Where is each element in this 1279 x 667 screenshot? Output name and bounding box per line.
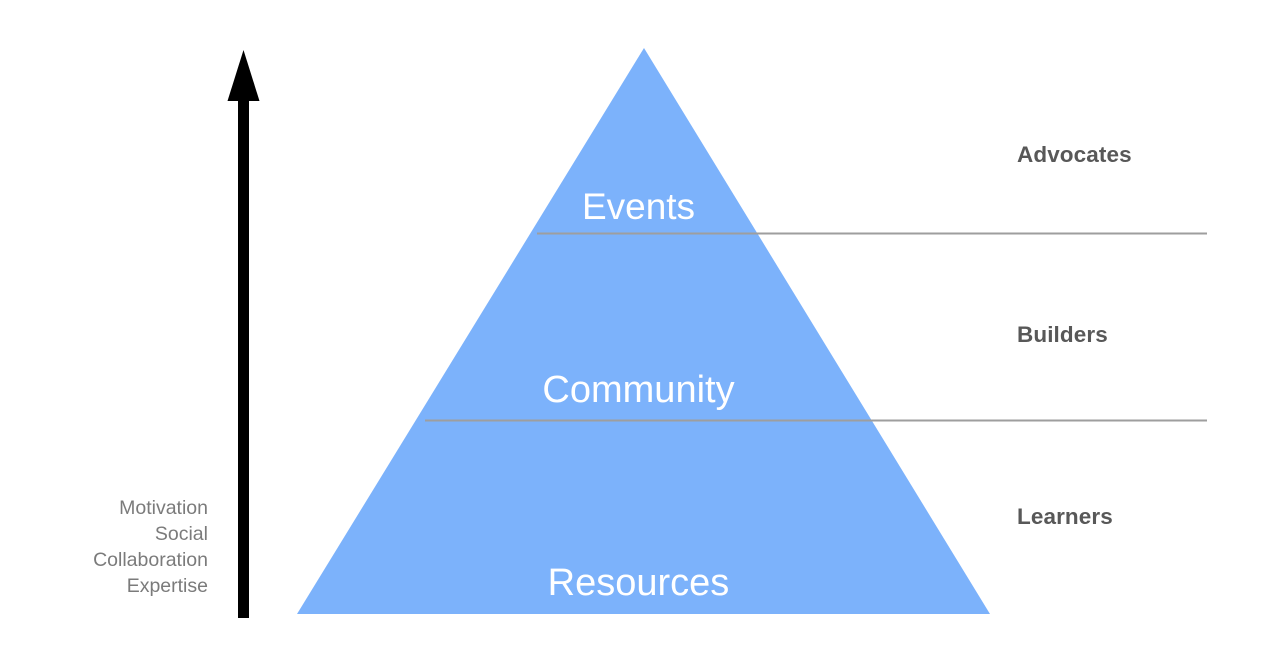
axis-caption-line-motivation: Motivation xyxy=(119,497,208,519)
pyramid-shape xyxy=(297,48,990,614)
audience-label-advocates: Advocates xyxy=(1017,142,1132,167)
axis-caption-line-expertise: Expertise xyxy=(126,575,208,597)
axis-caption-block: Motivation Social Collaboration Expertis… xyxy=(0,495,208,599)
audience-label-builders: Builders xyxy=(1017,322,1108,347)
axis-caption-line-social: Social xyxy=(154,523,208,545)
arrow-shaft xyxy=(238,95,249,618)
arrow-head xyxy=(227,50,260,101)
growth-arrow-icon xyxy=(227,50,260,618)
axis-caption-line-collaboration: Collaboration xyxy=(93,549,208,571)
audience-label-learners: Learners xyxy=(1017,504,1113,529)
